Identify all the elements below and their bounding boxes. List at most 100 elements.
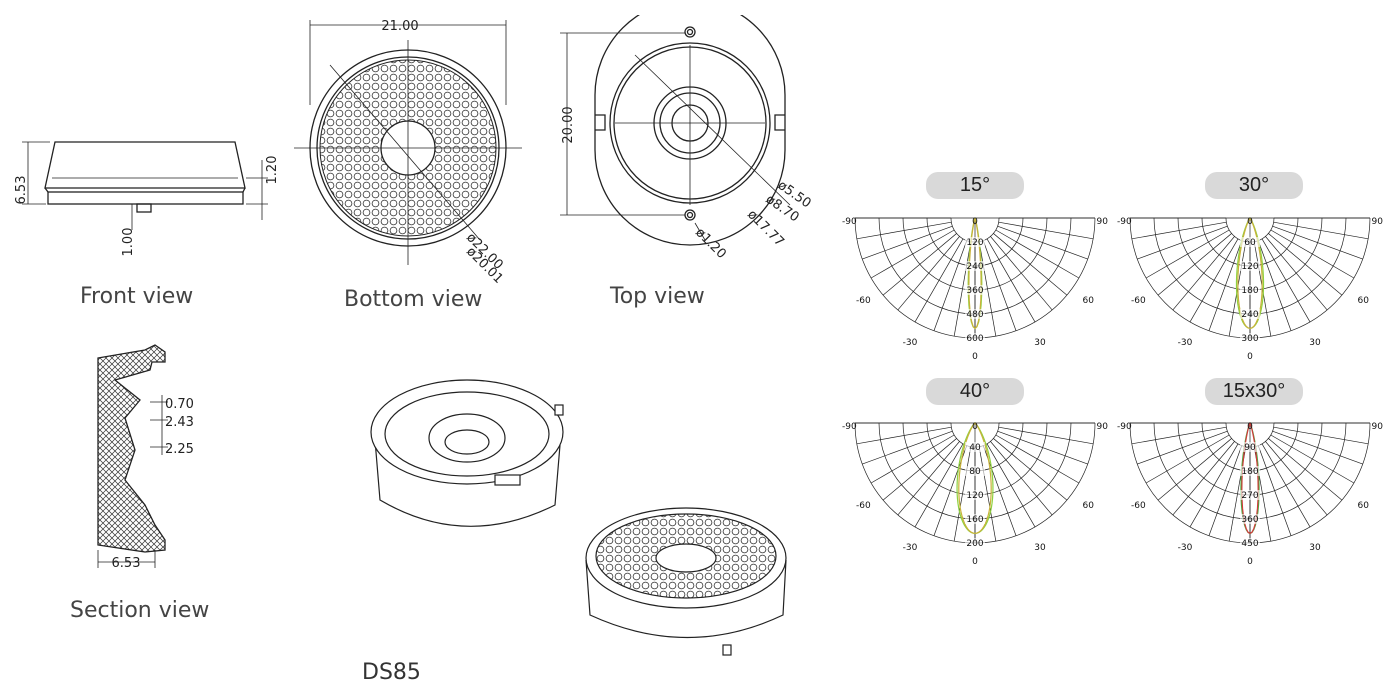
angle-label-left90: -90 <box>1117 422 1132 432</box>
bottom-view-label: Bottom view <box>344 287 483 312</box>
polar-spoke <box>1172 441 1235 516</box>
beam-curve-2 <box>968 217 982 330</box>
angle-label-right90: 90 <box>1097 422 1109 432</box>
polar-spoke <box>998 426 1094 445</box>
beam-curve-2 <box>1241 422 1259 535</box>
angle-label-right30: 30 <box>1034 338 1046 348</box>
scale-label: 300 <box>1241 334 1258 344</box>
scale-label-bg <box>1240 285 1260 295</box>
polar-spoke <box>1257 445 1292 536</box>
scale-label-bg <box>965 490 985 500</box>
polar-spoke <box>993 233 1068 296</box>
polar-spoke <box>953 446 972 542</box>
angle-label-right90: 90 <box>1372 217 1384 227</box>
polar-grid <box>854 217 1096 339</box>
polar-spoke <box>953 241 972 337</box>
polar-spoke <box>882 233 957 296</box>
angle-label-right90: 90 <box>1372 422 1384 432</box>
scale-label-bg <box>965 333 985 343</box>
scale-label: 90 <box>1244 443 1256 453</box>
scale-label-bg <box>1240 261 1260 271</box>
polar-spoke <box>1157 233 1232 296</box>
polar-spoke <box>897 441 960 516</box>
polar-spoke <box>1270 434 1355 484</box>
section-view-label: Section view <box>70 598 210 623</box>
polar-spoke <box>862 225 953 260</box>
angle-label-left60: -60 <box>856 501 871 511</box>
scale-label: 240 <box>966 262 983 272</box>
beam-curve-2 <box>1237 217 1263 330</box>
scale-label: 270 <box>1241 491 1258 501</box>
polar-spoke <box>856 426 952 445</box>
polar-spoke <box>862 430 953 465</box>
scale-label: 240 <box>1241 310 1258 320</box>
scale-label-bg <box>965 237 985 247</box>
scale-label-bg <box>965 466 985 476</box>
bottom-view-drawing: 21.00 ø22.00 ø20.01 <box>294 19 522 287</box>
scale-label: 360 <box>966 286 983 296</box>
scale-label: 120 <box>966 491 983 501</box>
polar-spoke <box>1261 443 1311 528</box>
scale-label: 180 <box>1241 467 1258 477</box>
scale-label-bg <box>965 285 985 295</box>
bottom-width-dim: 21.00 <box>381 19 418 34</box>
angle-label-bottom: 0 <box>1247 557 1253 567</box>
polar-spoke <box>1268 438 1343 501</box>
polar-spoke <box>870 434 955 484</box>
polar-spoke <box>978 446 997 542</box>
scale-label-bg <box>1240 309 1260 319</box>
angle-label-right60: 60 <box>1083 501 1095 511</box>
angle-label-left30: -30 <box>1178 543 1193 553</box>
polar-grid <box>1129 217 1371 339</box>
polar-grid <box>1129 422 1371 544</box>
polar-spoke <box>998 221 1094 240</box>
front-pin-dim: 1.00 <box>121 228 136 257</box>
front-view-label: Front view <box>80 284 194 309</box>
polar-spoke <box>1145 229 1230 279</box>
lens-3d-bottom-render <box>585 507 787 656</box>
polar-spoke <box>1137 430 1228 465</box>
scale-label: 120 <box>966 238 983 248</box>
polar-spoke <box>990 236 1053 311</box>
polar-spoke <box>1265 236 1328 311</box>
front-flange-dim: 1.20 <box>265 156 280 185</box>
scale-label-bg <box>1240 538 1260 548</box>
angle-label-left90: -90 <box>842 422 857 432</box>
section-dim-a: 0.70 <box>165 397 194 412</box>
polar-spoke <box>1208 240 1243 331</box>
scale-label-bg <box>1240 333 1260 343</box>
scale-label-bg <box>1240 514 1260 524</box>
polar-spoke <box>1272 430 1363 465</box>
top-height-dim: 20.00 <box>561 106 576 143</box>
polar-spoke <box>1208 445 1243 536</box>
polar-spoke <box>995 229 1080 279</box>
polar-spoke <box>1172 236 1235 311</box>
angle-label-left60: -60 <box>856 296 871 306</box>
polar-grid <box>854 422 1096 544</box>
scale-label-bg <box>1240 466 1260 476</box>
angle-label-center: 0 <box>1247 217 1253 227</box>
scale-label: 180 <box>1241 286 1258 296</box>
polar-spoke <box>1261 238 1311 323</box>
polar-spoke <box>997 430 1088 465</box>
scale-label: 60 <box>1244 238 1256 248</box>
angle-label-left30: -30 <box>903 338 918 348</box>
chart-4-pill: 15x30° <box>1205 378 1303 405</box>
scale-label-bg <box>1240 237 1260 247</box>
angle-label-bottom: 0 <box>972 352 978 362</box>
polar-spoke <box>997 225 1088 260</box>
polar-spoke <box>1273 221 1369 240</box>
section-dim-b: 2.43 <box>165 415 194 430</box>
scale-label: 40 <box>969 443 981 453</box>
scale-label: 120 <box>1241 262 1258 272</box>
polar-spoke <box>1257 240 1292 331</box>
scale-label-bg <box>965 538 985 548</box>
scale-label: 200 <box>966 539 983 549</box>
angle-label-right60: 60 <box>1358 296 1370 306</box>
polar-spoke <box>914 443 964 528</box>
beam-curve-2 <box>958 422 992 535</box>
